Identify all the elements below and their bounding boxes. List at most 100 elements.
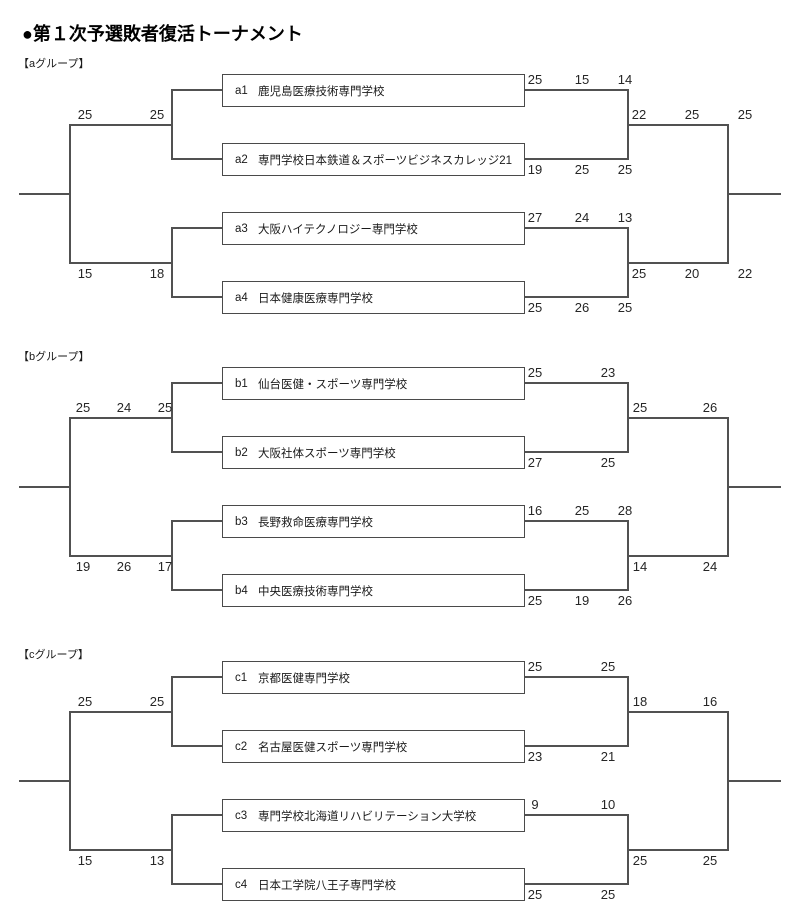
team-name-label: 日本工学院八王子専門学校 bbox=[258, 879, 396, 892]
team-box-b3: b3 長野救命医療専門学校 bbox=[222, 505, 525, 538]
set-score: 21 bbox=[600, 749, 616, 764]
bracket-line bbox=[627, 416, 729, 419]
set-score: 13 bbox=[617, 210, 633, 225]
bracket-line bbox=[171, 158, 223, 160]
team-id-label: b2 bbox=[235, 446, 248, 459]
team-box-b2: b2 大阪社体スポーツ専門学校 bbox=[222, 436, 525, 469]
team-id-label: b1 bbox=[235, 377, 248, 390]
set-score: 24 bbox=[702, 558, 718, 574]
set-score: 25 bbox=[527, 300, 543, 315]
bracket-line bbox=[171, 520, 223, 522]
bracket-line bbox=[69, 554, 173, 557]
team-id-label: b4 bbox=[235, 584, 248, 597]
set-score: 25 bbox=[600, 659, 616, 674]
set-score: 27 bbox=[527, 210, 543, 225]
set-score: 16 bbox=[702, 693, 718, 709]
bracket-line bbox=[171, 745, 223, 747]
team-box-a3: a3 大阪ハイテクノロジー専門学校 bbox=[222, 212, 525, 245]
bracket-line bbox=[171, 296, 223, 298]
set-score: 17 bbox=[157, 558, 173, 574]
set-score: 25 bbox=[527, 887, 543, 902]
bracket-line bbox=[524, 883, 629, 885]
set-score: 25 bbox=[737, 106, 753, 122]
set-score: 15 bbox=[574, 72, 590, 87]
set-score: 25 bbox=[77, 693, 93, 709]
set-score: 25 bbox=[574, 503, 590, 518]
team-id-label: c1 bbox=[235, 671, 248, 684]
team-id-label: b3 bbox=[235, 515, 248, 528]
set-score: 19 bbox=[527, 162, 543, 177]
group-a-label: 【aグループ】 bbox=[18, 58, 90, 70]
team-box-c4: c4 日本工学院八王子専門学校 bbox=[222, 868, 525, 901]
bracket-line bbox=[627, 554, 729, 557]
set-score: 18 bbox=[149, 265, 165, 281]
set-score: 10 bbox=[600, 797, 616, 812]
bracket-line bbox=[171, 676, 223, 678]
bracket-line bbox=[524, 227, 629, 229]
team-id-label: a1 bbox=[235, 84, 248, 97]
bracket-line bbox=[524, 745, 629, 747]
team-id-label: a4 bbox=[235, 291, 248, 304]
bracket-line bbox=[627, 261, 729, 264]
bracket-line bbox=[524, 89, 629, 91]
set-score: 25 bbox=[157, 399, 173, 415]
set-score: 14 bbox=[617, 72, 633, 87]
team-name-label: 京都医健専門学校 bbox=[258, 672, 350, 685]
team-name-label: 仙台医健・スポーツ専門学校 bbox=[258, 378, 408, 391]
set-score: 22 bbox=[737, 265, 753, 281]
set-score: 25 bbox=[149, 693, 165, 709]
set-score: 25 bbox=[632, 852, 648, 868]
set-score: 25 bbox=[149, 106, 165, 122]
set-score: 25 bbox=[632, 399, 648, 415]
set-score: 24 bbox=[574, 210, 590, 225]
set-score: 16 bbox=[527, 503, 543, 518]
set-score: 9 bbox=[531, 797, 539, 812]
set-score: 25 bbox=[527, 659, 543, 674]
set-score: 18 bbox=[632, 693, 648, 709]
team-box-b1: b1 仙台医健・スポーツ専門学校 bbox=[222, 367, 525, 400]
team-name-label: 専門学校日本鉄道＆スポーツビジネスカレッジ21 bbox=[258, 154, 513, 167]
bracket-line bbox=[171, 883, 223, 885]
set-score: 24 bbox=[116, 399, 132, 415]
set-score: 26 bbox=[116, 558, 132, 574]
bracket-line bbox=[69, 416, 173, 419]
bracket-line bbox=[69, 123, 173, 126]
set-score: 28 bbox=[617, 503, 633, 518]
team-id-label: c2 bbox=[235, 740, 248, 753]
set-score: 25 bbox=[617, 162, 633, 177]
set-score: 22 bbox=[631, 106, 647, 122]
team-name-label: 大阪社体スポーツ専門学校 bbox=[258, 447, 396, 460]
team-name-label: 長野救命医療専門学校 bbox=[258, 516, 373, 529]
team-id-label: a3 bbox=[235, 222, 248, 235]
page-title: ●第１次予選敗者復活トーナメント bbox=[22, 24, 303, 44]
bracket-line bbox=[69, 710, 173, 713]
bracket-line bbox=[524, 676, 629, 678]
set-score: 25 bbox=[702, 852, 718, 868]
bracket-line bbox=[524, 296, 629, 298]
team-name-label: 中央医療技術専門学校 bbox=[258, 585, 373, 598]
bracket-line bbox=[524, 520, 629, 522]
set-score: 14 bbox=[632, 558, 648, 574]
team-name-label: 大阪ハイテクノロジー専門学校 bbox=[258, 223, 418, 236]
team-box-b4: b4 中央医療技術専門学校 bbox=[222, 574, 525, 607]
bracket-line bbox=[171, 451, 223, 453]
set-score: 15 bbox=[77, 852, 93, 868]
set-score: 25 bbox=[617, 300, 633, 315]
set-score: 25 bbox=[684, 106, 700, 122]
bracket-line bbox=[524, 814, 629, 816]
set-score: 27 bbox=[527, 455, 543, 470]
set-score: 20 bbox=[684, 265, 700, 281]
bracket-line bbox=[171, 814, 223, 816]
set-score: 25 bbox=[75, 399, 91, 415]
bracket-line bbox=[69, 848, 173, 851]
group-b-label: 【bグループ】 bbox=[18, 351, 90, 363]
set-score: 23 bbox=[527, 749, 543, 764]
set-score: 25 bbox=[527, 72, 543, 87]
team-name-label: 専門学校北海道リハビリテーション大学校 bbox=[258, 810, 477, 823]
team-id-label: c4 bbox=[235, 878, 248, 891]
set-score: 25 bbox=[527, 365, 543, 380]
bracket-line bbox=[171, 589, 223, 591]
set-score: 19 bbox=[574, 593, 590, 608]
